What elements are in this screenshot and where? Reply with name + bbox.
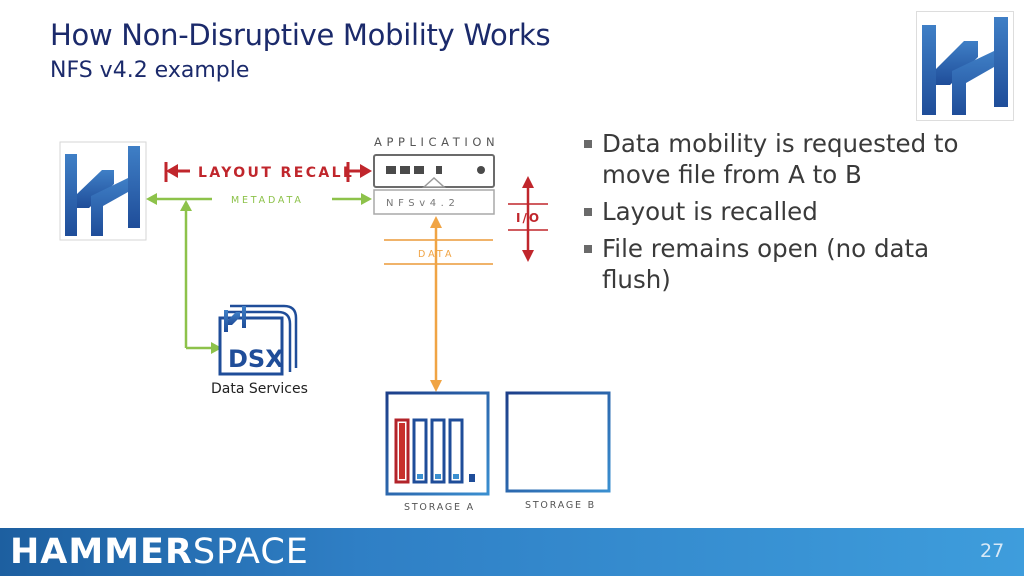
bullet-square-icon bbox=[584, 208, 592, 216]
dsx-text: DSX bbox=[228, 345, 284, 373]
data-services-label: Data Services bbox=[211, 381, 308, 397]
storage-b-box bbox=[505, 391, 611, 493]
bullet-item: Data mobility is requested to move file … bbox=[584, 128, 984, 190]
brand-bold: HAMMER bbox=[10, 532, 193, 572]
hammerspace-logo-icon bbox=[916, 11, 1014, 121]
slide-subtitle: NFS v4.2 example bbox=[50, 58, 250, 83]
footer-bar bbox=[0, 528, 1024, 576]
storage-a-label: STORAGE A bbox=[404, 502, 475, 513]
application-server-icon bbox=[373, 154, 495, 215]
bullet-item: File remains open (no data flush) bbox=[584, 233, 984, 295]
data-arrow bbox=[384, 216, 493, 392]
layout-recall-label: LAYOUT RECALL bbox=[198, 165, 354, 181]
application-label: APPLICATION bbox=[374, 135, 499, 149]
metadata-server-logo-icon bbox=[59, 141, 147, 241]
nfs-label: NFSv4.2 bbox=[386, 198, 459, 209]
io-label: I/O bbox=[516, 211, 541, 225]
footer-brand-logo: HAMMERSPACE bbox=[10, 532, 309, 572]
bullet-item: Layout is recalled bbox=[584, 196, 984, 227]
mobility-diagram: APPLICATION NFSv4.2 LAYOUT RECALL METADA… bbox=[59, 135, 611, 513]
bullet-square-icon bbox=[584, 140, 592, 148]
slide-title: How Non-Disruptive Mobility Works bbox=[50, 18, 551, 52]
brand-light: SPACE bbox=[192, 532, 309, 572]
io-arrow bbox=[508, 176, 548, 262]
layout-recall-arrow bbox=[164, 162, 372, 182]
bullet-square-icon bbox=[584, 245, 592, 253]
page-number: 27 bbox=[980, 540, 1005, 562]
storage-a-box bbox=[385, 391, 490, 496]
data-label: DATA bbox=[418, 249, 454, 260]
metadata-label: METADATA bbox=[231, 195, 304, 206]
metadata-arrow bbox=[146, 193, 372, 354]
bullet-list: Data mobility is requested to move file … bbox=[584, 128, 984, 301]
storage-b-label: STORAGE B bbox=[525, 500, 596, 511]
dsx-data-services-icon bbox=[218, 304, 298, 376]
